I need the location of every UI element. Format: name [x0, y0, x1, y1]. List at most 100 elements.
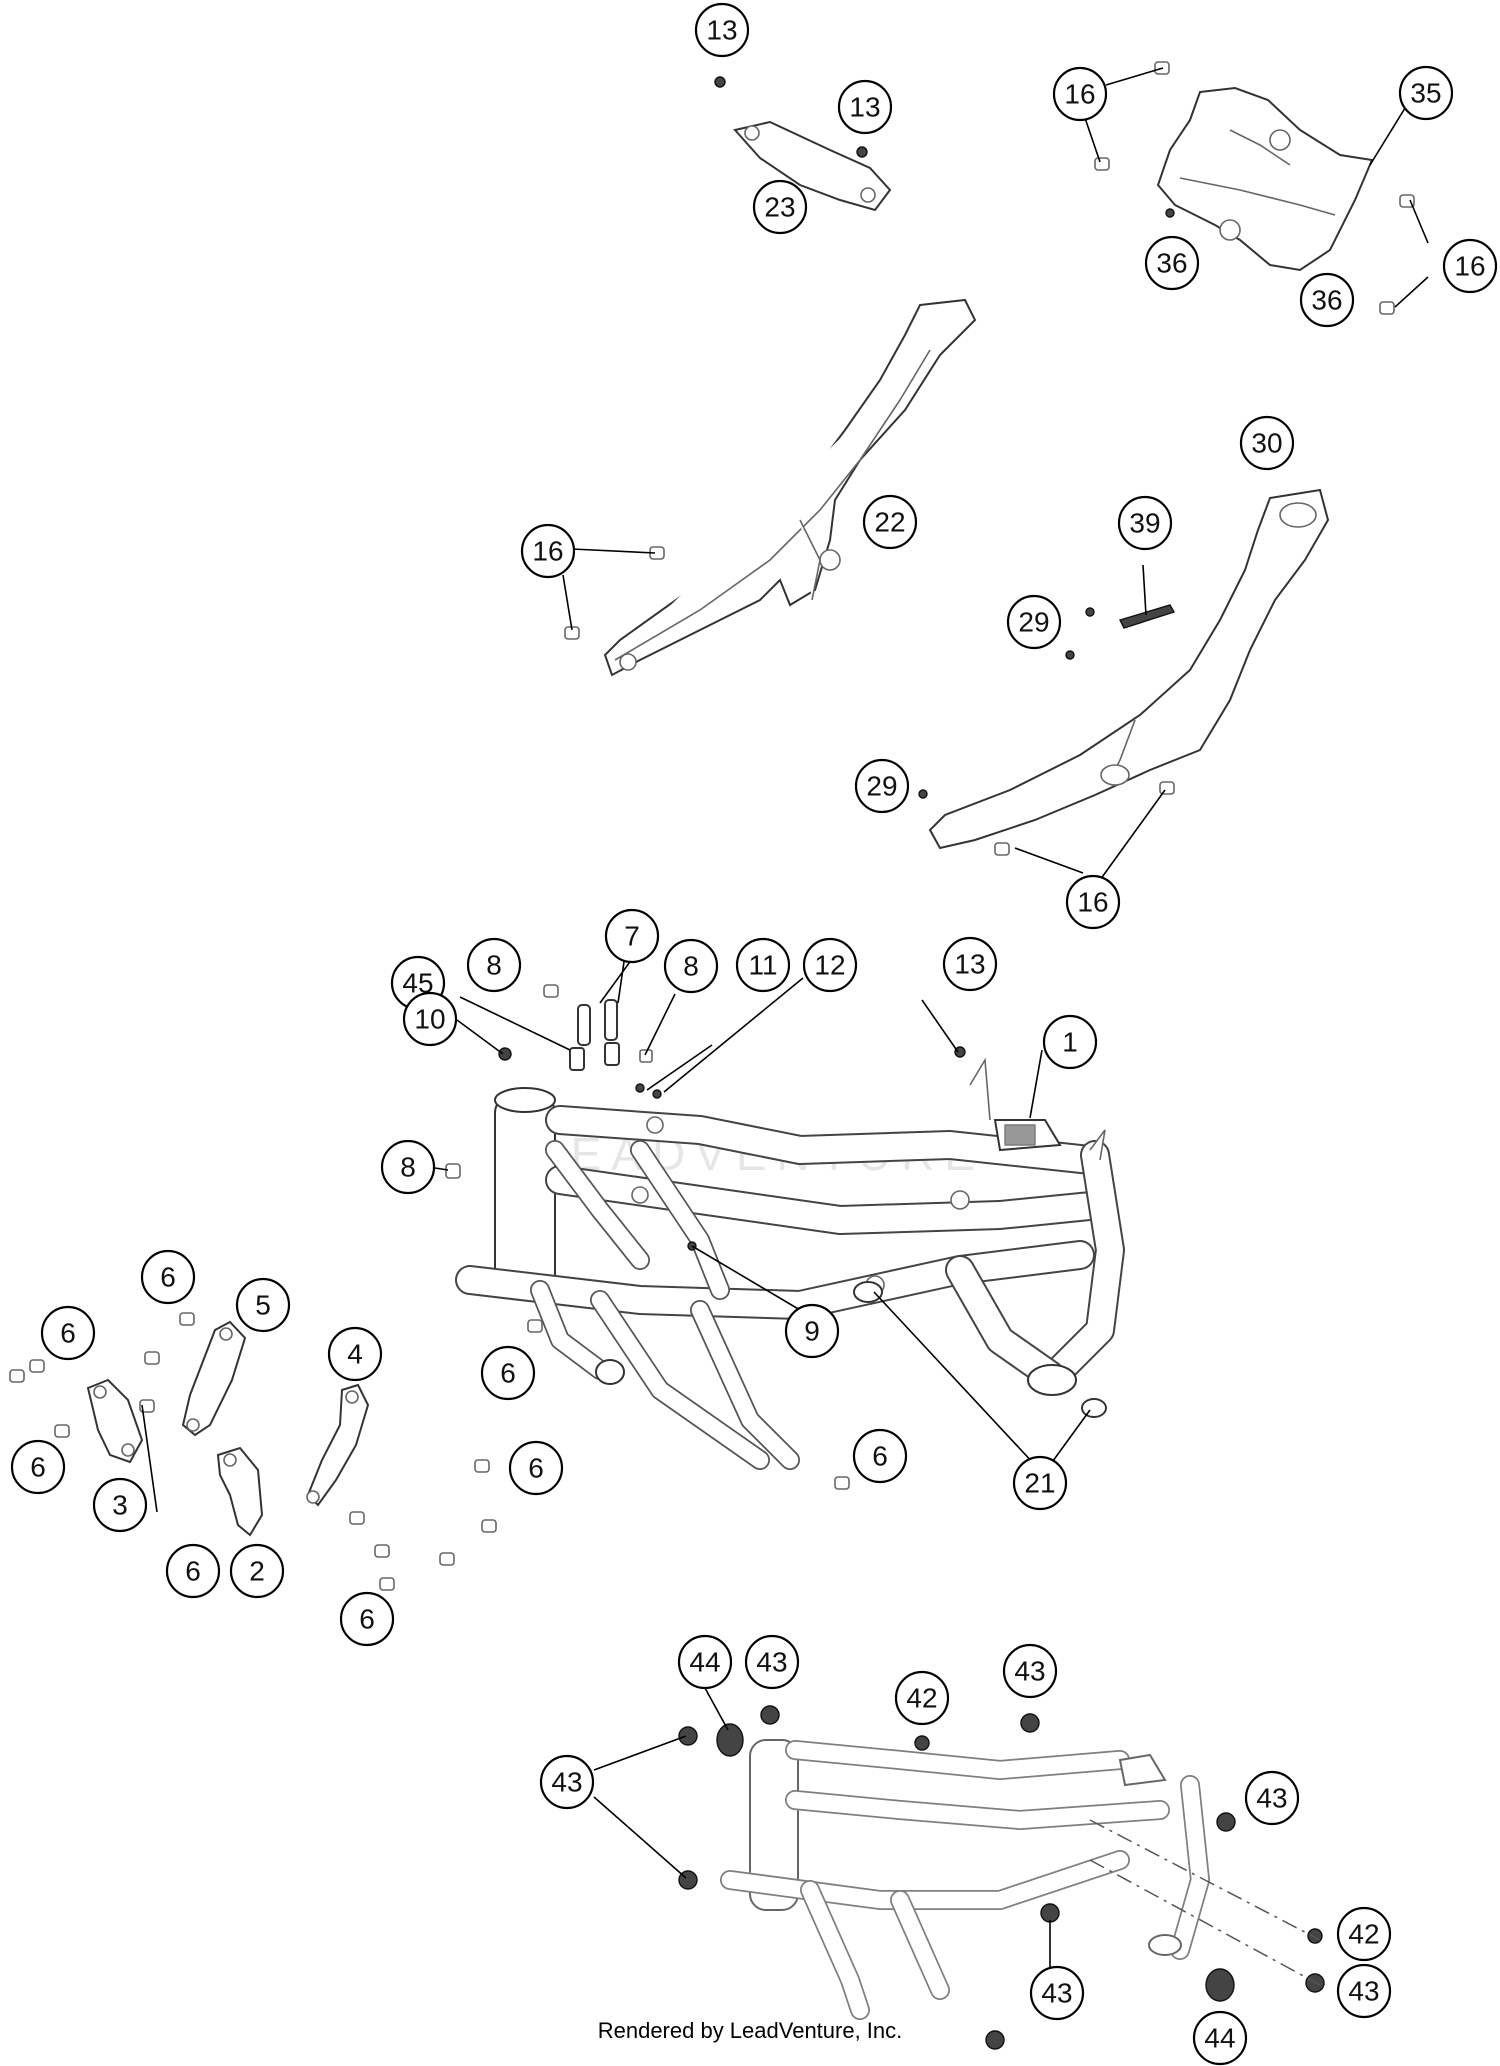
- svg-text:43: 43: [551, 1767, 582, 1798]
- callout-30: 30: [1239, 415, 1295, 471]
- callouts: 13 13 23 16 35 36 16 36 22 16 30 39 29 2…: [10, 2, 1498, 2066]
- svg-text:13: 13: [706, 15, 737, 46]
- callout-8-c: 8: [380, 1139, 436, 1195]
- svg-text:6: 6: [160, 1262, 176, 1293]
- svg-text:30: 30: [1251, 428, 1282, 459]
- callout-11: 11: [735, 937, 791, 993]
- footer-credit: Rendered by LeadVenture, Inc.: [597, 2018, 903, 2043]
- callout-43-a: 43: [744, 1634, 800, 1690]
- part-44-rubbers: [716, 1723, 1235, 2002]
- callout-36-left: 36: [1144, 235, 1200, 291]
- main-frame-hardware: [445, 984, 1107, 1490]
- svg-text:6: 6: [528, 1453, 544, 1484]
- svg-text:6: 6: [30, 1452, 46, 1483]
- svg-text:42: 42: [906, 1683, 937, 1714]
- axis-line-lower: [1089, 1859, 1321, 1986]
- part-1-main-frame: [455, 1057, 1125, 1470]
- callout-6-h: 6: [852, 1428, 908, 1484]
- leader-lines: [141, 67, 1429, 1980]
- bottom-frame-view: [720, 1739, 1210, 2020]
- callout-7: 7: [604, 908, 660, 964]
- svg-text:6: 6: [500, 1358, 516, 1389]
- svg-text:6: 6: [60, 1318, 76, 1349]
- svg-text:13: 13: [849, 92, 880, 123]
- callout-42-lower: 42: [1336, 1906, 1392, 1962]
- part-4-bracket: [306, 1383, 370, 1507]
- callout-6-e: 6: [165, 1543, 221, 1599]
- part-30-subframe-right: [918, 488, 1330, 856]
- svg-text:8: 8: [400, 1152, 416, 1183]
- svg-text:2: 2: [249, 1556, 265, 1587]
- svg-text:16: 16: [1454, 251, 1485, 282]
- svg-text:43: 43: [1041, 1978, 1072, 2009]
- callout-4: 4: [327, 1326, 383, 1382]
- svg-text:22: 22: [874, 507, 905, 538]
- part-43-nuts: [678, 1705, 1325, 2050]
- callout-44-lower: 44: [1192, 2010, 1248, 2066]
- svg-text:29: 29: [866, 771, 897, 802]
- svg-text:10: 10: [414, 1004, 445, 1035]
- callout-23: 23: [752, 179, 808, 235]
- callout-2: 2: [229, 1543, 285, 1599]
- svg-text:16: 16: [532, 536, 563, 567]
- svg-text:16: 16: [1077, 887, 1108, 918]
- svg-text:4: 4: [347, 1339, 363, 1370]
- part-5-bracket: [181, 1320, 247, 1437]
- callout-21: 21: [1012, 1455, 1068, 1511]
- callout-6-a: 6: [140, 1249, 196, 1305]
- callout-5: 5: [235, 1277, 291, 1333]
- svg-text:6: 6: [872, 1441, 888, 1472]
- callout-43-f: 43: [1336, 1963, 1392, 2019]
- svg-text:7: 7: [624, 921, 640, 952]
- svg-text:1: 1: [1062, 1027, 1078, 1058]
- svg-text:13: 13: [954, 949, 985, 980]
- svg-text:9: 9: [804, 1316, 820, 1347]
- callout-1: 1: [1042, 1014, 1098, 1070]
- callout-6-g: 6: [339, 1591, 395, 1647]
- callout-35: 35: [1398, 65, 1454, 121]
- callout-43-e: 43: [1029, 1965, 1085, 2021]
- callout-29-lower: 29: [854, 758, 910, 814]
- callout-22: 22: [862, 494, 918, 550]
- svg-text:29: 29: [1018, 607, 1049, 638]
- svg-text:6: 6: [359, 1604, 375, 1635]
- callout-12: 12: [802, 937, 858, 993]
- callout-36-right: 36: [1299, 272, 1355, 328]
- svg-text:43: 43: [1348, 1976, 1379, 2007]
- callout-6-f: 6: [508, 1440, 564, 1496]
- svg-text:21: 21: [1024, 1468, 1055, 1499]
- svg-text:36: 36: [1156, 248, 1187, 279]
- callout-6-d: 6: [10, 1439, 66, 1495]
- callout-16-subframe-right: 16: [1065, 874, 1121, 930]
- callout-13-bracket: 13: [837, 79, 893, 135]
- part-3-bracket: [86, 1378, 144, 1464]
- svg-text:3: 3: [112, 1490, 128, 1521]
- svg-text:6: 6: [185, 1556, 201, 1587]
- svg-text:43: 43: [756, 1647, 787, 1678]
- callout-13-frame: 13: [942, 936, 998, 992]
- callout-29-upper: 29: [1006, 594, 1062, 650]
- callout-16-subframe: 16: [520, 523, 576, 579]
- callout-44-upper: 44: [677, 1634, 733, 1690]
- svg-text:44: 44: [1204, 2023, 1235, 2054]
- callout-10: 10: [402, 991, 458, 1047]
- part-2-bracket: [216, 1446, 264, 1537]
- svg-text:35: 35: [1410, 78, 1441, 109]
- callout-6-b: 6: [40, 1305, 96, 1361]
- callout-6-c: 6: [480, 1345, 536, 1401]
- callout-16-cover-left: 16: [1052, 66, 1108, 122]
- svg-text:42: 42: [1348, 1919, 1379, 1950]
- svg-text:43: 43: [1014, 1656, 1045, 1687]
- callout-43-b: 43: [1002, 1643, 1058, 1699]
- part-22-subframe-left: [564, 298, 977, 677]
- callout-13-top: 13: [694, 2, 750, 58]
- svg-text:43: 43: [1256, 1783, 1287, 1814]
- svg-text:5: 5: [255, 1290, 271, 1321]
- svg-text:16: 16: [1064, 79, 1095, 110]
- svg-text:12: 12: [814, 950, 845, 981]
- part-6-bolts: [9, 1312, 497, 1591]
- callout-43-c: 43: [539, 1754, 595, 1810]
- callout-39: 39: [1117, 495, 1173, 551]
- svg-text:39: 39: [1129, 508, 1160, 539]
